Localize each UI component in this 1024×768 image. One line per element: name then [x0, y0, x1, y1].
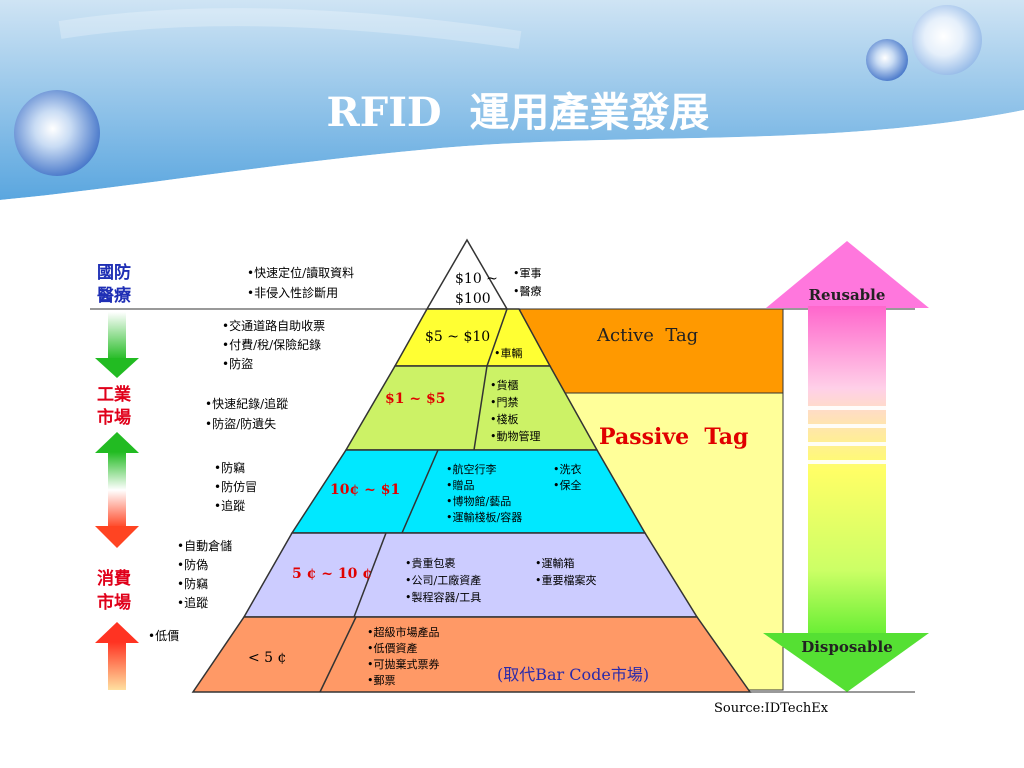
left-note-4b: •防仿冒	[214, 479, 257, 494]
reusable-disposable-arrow: Reusable Disposable	[763, 241, 929, 692]
right-note-4d: •運輸棧板/容器	[446, 510, 522, 524]
arrow-up-icon	[95, 622, 139, 643]
reusable-label: Reusable	[809, 286, 886, 304]
right-note-4b: •贈品	[446, 478, 475, 492]
slide-title: RFID 運用產業發展	[327, 89, 710, 136]
arrow-down-icon	[95, 526, 139, 548]
label-defense: 國防	[97, 262, 131, 283]
price-tier-3: $1 ~ $5	[385, 391, 445, 407]
header-banner	[0, 0, 1024, 215]
right-note-5b: •公司/工廠資產	[405, 573, 481, 587]
left-note-5b: •防偽	[177, 557, 208, 572]
left-note-2b: •付費/稅/保險紀錄	[222, 337, 321, 352]
bar-code-note: (取代Bar Code市場)	[497, 665, 649, 684]
price-tier-1a: $10 ~	[455, 271, 498, 287]
right-note-5c: •製程容器/工具	[405, 590, 481, 604]
price-tier-6: < 5 ¢	[248, 650, 286, 666]
left-note-2a: •交通道路自助收票	[222, 318, 325, 333]
right-note-2a: •車輛	[494, 346, 523, 360]
left-note-5a: •自動倉儲	[177, 538, 232, 553]
label-consumer-2: 市場	[97, 592, 131, 613]
left-note-2c: •防盜	[222, 356, 253, 371]
price-tier-2: $5 ~ $10	[425, 329, 490, 345]
right-note-5a: •貴重包裹	[405, 556, 456, 570]
left-note-4c: •追蹤	[214, 498, 245, 513]
bubble-large-decoration	[14, 90, 100, 176]
left-note-6a: •低價	[148, 629, 179, 643]
active-tag-zone	[519, 308, 784, 394]
right-note-4c: •博物館/藝品	[446, 494, 511, 508]
right-note-6d: •郵票	[367, 674, 396, 687]
left-note-1b: •非侵入性診斷用	[247, 285, 338, 300]
bubble-small-decoration	[866, 39, 908, 81]
label-consumer-1: 消費	[97, 568, 131, 589]
price-tier-4: 10¢ ~ $1	[330, 482, 400, 498]
left-note-3b: •防盜/防遺失	[205, 416, 276, 431]
right-note-1b: •醫療	[513, 284, 542, 298]
active-tag-label: Active Tag	[596, 325, 698, 346]
bubble-top-right-decoration	[912, 5, 982, 75]
left-flow-arrows	[95, 312, 139, 690]
left-note-5d: •追蹤	[177, 595, 208, 610]
right-note-3d: •動物管理	[490, 429, 541, 443]
source-credit: Source:IDTechEx	[714, 701, 829, 716]
right-note-5e: •重要檔案夾	[535, 573, 597, 587]
right-note-3a: •貨櫃	[490, 378, 519, 392]
right-note-3b: •門禁	[490, 396, 519, 409]
right-note-6a: •超級市場產品	[367, 625, 440, 639]
arrow-down-icon	[763, 633, 929, 692]
passive-tag-label: Passive Tag	[599, 424, 748, 450]
price-tier-5: 5 ¢ ~ 10 ¢	[292, 566, 372, 582]
arrow-down-icon	[95, 358, 139, 378]
left-note-1a: •快速定位/讀取資料	[247, 265, 354, 280]
right-note-6b: •低價資產	[367, 641, 418, 655]
label-industrial-1: 工業	[97, 384, 131, 405]
left-note-3a: •快速紀錄/追蹤	[205, 396, 288, 411]
right-note-6c: •可拋棄式票券	[367, 657, 440, 671]
left-note-4a: •防竊	[214, 460, 245, 475]
disposable-label: Disposable	[801, 638, 893, 656]
right-note-4f: •保全	[553, 478, 582, 492]
price-tier-1b: $100	[455, 291, 491, 307]
label-industrial-2: 市場	[97, 407, 131, 428]
right-note-5d: •運輸箱	[535, 556, 575, 570]
right-note-3c: •棧板	[490, 412, 519, 426]
right-note-1a: •軍事	[513, 267, 542, 280]
arrow-up-icon	[766, 241, 929, 308]
label-medical: 醫療	[97, 285, 132, 306]
left-note-5c: •防竊	[177, 576, 208, 591]
arrow-up-icon	[95, 432, 139, 453]
right-note-4e: •洗衣	[553, 462, 582, 476]
right-note-4a: •航空行李	[446, 462, 497, 476]
pyramid	[191, 238, 752, 693]
